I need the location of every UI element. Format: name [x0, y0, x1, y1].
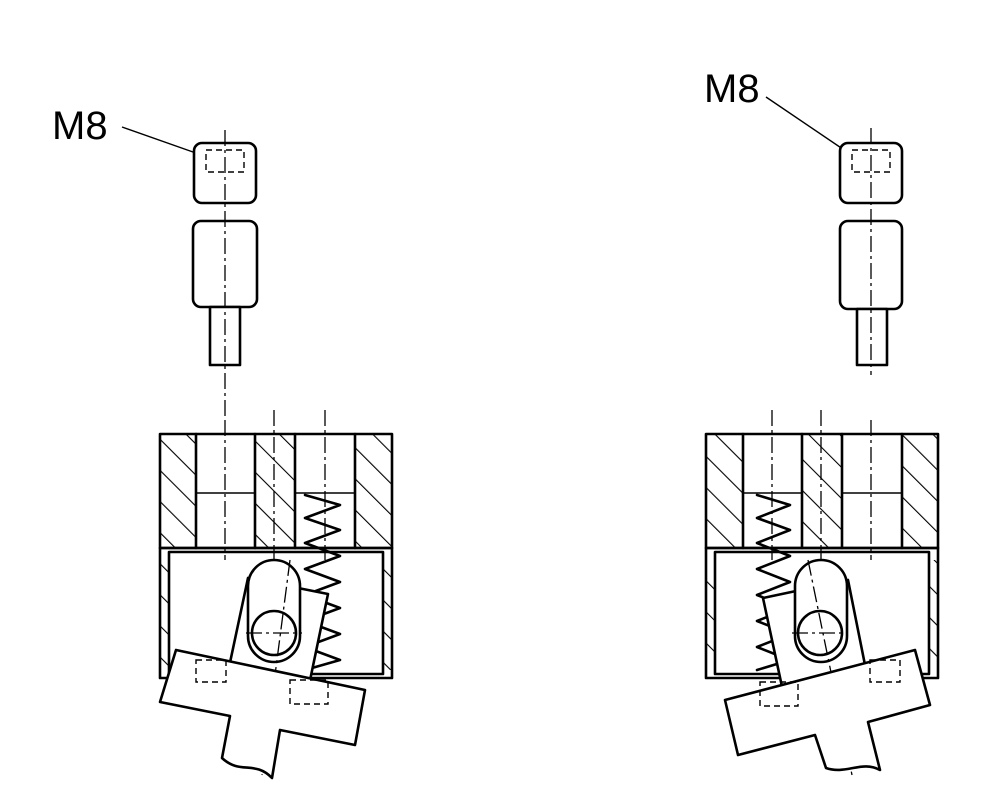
left-upper-block — [158, 432, 394, 550]
right-tilting-lever — [761, 558, 870, 776]
right-upper-block — [704, 432, 940, 550]
right-cross-part — [723, 648, 932, 772]
right-pin — [855, 307, 889, 367]
right-spring — [755, 493, 792, 672]
left-thread-label: M8 — [52, 104, 108, 148]
right-thread-label: M8 — [704, 67, 760, 111]
right-assembly: M8 — [704, 67, 940, 776]
left-cross-part — [158, 648, 367, 780]
left-tilting-lever — [226, 558, 330, 776]
left-assembly: M8 — [52, 104, 394, 780]
